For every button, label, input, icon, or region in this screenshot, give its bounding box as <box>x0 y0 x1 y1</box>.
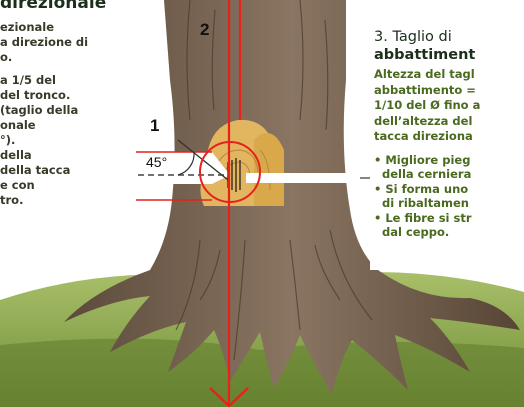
left-line: del tronco. <box>0 88 136 103</box>
left-line: della <box>0 148 136 163</box>
right-line: tacca direziona <box>374 129 524 145</box>
right-bullet: • Le fibre si str <box>374 211 524 226</box>
right-line: 1/10 del Ø fino a <box>374 98 524 114</box>
right-bullet: • Migliore pieg <box>374 153 524 168</box>
right-line: dell’altezza del <box>374 114 524 130</box>
label-2: 2 <box>200 20 209 40</box>
right-panel-title-1: 3. Taglio di <box>374 28 524 46</box>
left-line: (taglio della <box>0 103 136 118</box>
left-line: a direzione di <box>0 35 136 50</box>
left-line: onale <box>0 118 136 133</box>
left-line: della tacca <box>0 163 136 178</box>
right-panel-title-2: abbattiment <box>374 46 524 64</box>
left-line: a 1/5 del <box>0 73 136 88</box>
left-panel-title: direzionale <box>0 0 106 13</box>
felling-cut-slot <box>246 173 360 183</box>
angle-label: 45° <box>146 154 167 170</box>
right-bullet: della cerniera <box>374 167 524 182</box>
right-line: Altezza del tagl <box>374 67 524 83</box>
cut-wood-right <box>254 133 284 206</box>
right-bullet: • Si forma uno <box>374 182 524 197</box>
left-line: e con <box>0 178 136 193</box>
left-line: o. <box>0 50 136 65</box>
right-bullet: dal ceppo. <box>374 225 524 240</box>
right-line: abbattimento = <box>374 83 524 99</box>
left-line: ezionale <box>0 20 136 35</box>
left-line: °). <box>0 133 136 148</box>
left-text-panel: direzionale ezionale a direzione di o. a… <box>0 0 136 270</box>
label-1: 1 <box>150 116 159 136</box>
left-line: tro. <box>0 193 136 208</box>
right-text-panel: 3. Taglio di abbattiment Altezza del tag… <box>370 0 524 270</box>
right-bullet: di ribaltamen <box>374 196 524 211</box>
